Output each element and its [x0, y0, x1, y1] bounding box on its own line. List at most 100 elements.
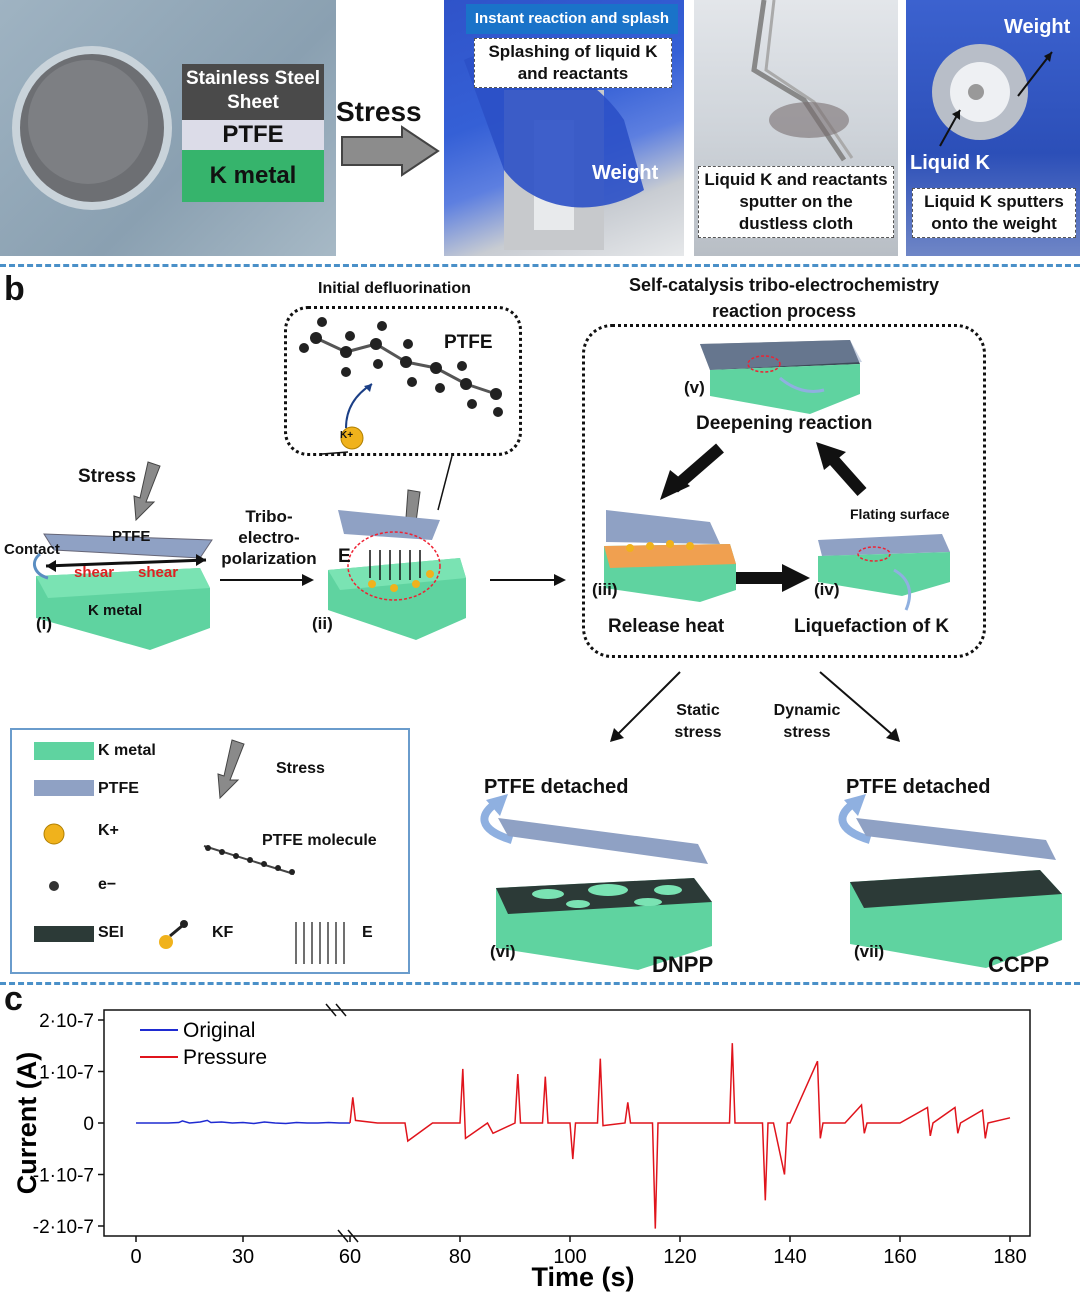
dynamic-stress-label: Dynamic stress — [773, 702, 841, 741]
stage-v-number: (v) — [684, 378, 705, 397]
legend-label-pressure: Pressure — [183, 1046, 267, 1069]
stage-ii-number: (ii) — [312, 614, 333, 633]
legend-label-original: Original — [183, 1019, 255, 1042]
x-tick-label: 160 — [883, 1246, 916, 1268]
divider-bottom — [0, 982, 1080, 985]
stage-i-ptfe-label: PTFE — [112, 528, 151, 545]
x-tick-label: 180 — [993, 1246, 1026, 1268]
stack-steel: Stainless Steel Sheet — [182, 64, 324, 120]
legend-k-ion: K+ — [98, 822, 119, 839]
y-axis-title: Current (A) — [12, 1052, 42, 1195]
stage-v-graphic — [700, 340, 862, 414]
panel-label-c: c — [4, 980, 23, 1018]
panel-label-b: b — [4, 270, 25, 308]
divider-top — [0, 264, 1080, 267]
x-tick-label: 140 — [773, 1246, 806, 1268]
legend-kf: KF — [212, 924, 234, 941]
photo-cloth: Liquid K and reactants sputter on the du… — [694, 0, 898, 256]
x-axis-title: Time (s) — [531, 1262, 634, 1292]
y-tick-label: 2·10-7 — [39, 1011, 94, 1032]
x-tick-label: 0 — [130, 1246, 141, 1268]
legend-sei: SEI — [98, 924, 124, 941]
stage-iv-graphic — [818, 534, 950, 611]
to-cycle-arrow-icon — [490, 574, 566, 586]
branch-arrows-graphic — [610, 671, 900, 742]
deepening-label: Deepening reaction — [696, 413, 873, 434]
stage-i-shear-left: shear — [74, 564, 115, 581]
legend-ptfe-molecule: PTFE molecule — [262, 832, 377, 849]
axis-break-top-1 — [325, 1003, 337, 1017]
y-tick-label: 0 — [83, 1114, 94, 1135]
metal-disc-graphic — [12, 46, 172, 210]
flating-surface-label: Flating surface — [850, 506, 950, 522]
weight-label: Weight — [1004, 16, 1071, 38]
series-line-pressure — [349, 1043, 1011, 1229]
cycle-arrows-graphic — [660, 442, 867, 592]
release-heat-label: Release heat — [608, 616, 725, 637]
axis-break-bottom-1 — [337, 1229, 349, 1243]
cycle-box — [582, 324, 986, 658]
cloth-caption: Liquid K and reactants sputter on the du… — [698, 166, 894, 238]
stage-i-number: (i) — [36, 614, 53, 633]
legend-ptfe: PTFE — [98, 780, 139, 797]
photo-weight: Weight Liquid K Liquid K sputters onto t… — [906, 0, 1080, 256]
current-chart: 0 30 60 80 100 120 140 160 180 2·10-7 1·10-7 0 -1·10… — [12, 1003, 1031, 1292]
legend-stress: Stress — [276, 760, 325, 777]
stage-i-stress-label: Stress — [78, 466, 137, 487]
stage-iv-number: (iv) — [814, 580, 840, 599]
inset-ptfe-label: PTFE — [444, 332, 493, 353]
x-tick-label: 80 — [449, 1246, 471, 1268]
tribo-arrow-icon — [220, 574, 314, 586]
tribo-label: Tribo- electro- polarization — [221, 507, 317, 568]
stage-i-graphic — [32, 461, 213, 650]
stage-vi-graphic — [480, 794, 712, 970]
liquefaction-label: Liquefaction of K — [794, 616, 950, 637]
y-tick-label: -1·10-7 — [33, 1166, 94, 1187]
vii-number: (vii) — [854, 942, 885, 961]
initial-defluorination-title: Initial defluorination — [318, 280, 471, 297]
stress-arrow-icon — [341, 125, 440, 177]
legend-graphics — [34, 739, 345, 964]
tweezers-graphic — [751, 0, 854, 162]
axis-break-bottom-2 — [347, 1229, 359, 1243]
vi-name: DNPP — [652, 952, 714, 977]
splash-caption: Splashing of liquid K and reactants — [474, 38, 672, 88]
x-tick-label: 120 — [663, 1246, 696, 1268]
splash-banner: Instant reaction and splash — [466, 4, 678, 34]
x-tick-label: 100 — [553, 1246, 586, 1268]
vi-number: (vi) — [490, 942, 516, 961]
legend-k-metal: K metal — [98, 742, 156, 759]
legend-electron: e− — [98, 876, 117, 893]
legend-field: E — [362, 924, 373, 941]
stage-i-contact-label: Contact — [4, 541, 60, 558]
self-catalysis-title: Self-catalysis tribo-electrochemistry re… — [628, 275, 940, 321]
vii-name: CCPP — [988, 952, 1050, 977]
vi-detached-label: PTFE detached — [484, 776, 629, 798]
photo-disc: Stainless Steel Sheet PTFE K metal — [0, 0, 336, 256]
stage-ii-graphic — [321, 451, 466, 640]
stage-iii-graphic — [604, 510, 736, 602]
stage-ii-e-label: E — [338, 546, 351, 567]
stack-k-metal: K metal — [182, 150, 324, 202]
photo-splash: Instant reaction and splash Splashing of… — [444, 0, 684, 256]
y-tick-label: 1·10-7 — [39, 1063, 94, 1084]
defluorination-inset — [284, 306, 522, 456]
legend-box — [10, 728, 410, 974]
x-tick-label: 30 — [232, 1246, 254, 1268]
vii-detached-label: PTFE detached — [846, 776, 991, 798]
liquid-k-label: Liquid K — [910, 152, 990, 174]
weight-disc-graphic — [932, 44, 1053, 147]
stack-ptfe: PTFE — [182, 120, 324, 150]
ptfe-molecule-graphic — [299, 317, 503, 450]
y-tick-label: -2·10-7 — [33, 1217, 94, 1238]
stress-arrow-label: Stress — [336, 96, 422, 127]
weight-caption: Liquid K sputters onto the weight — [912, 188, 1076, 238]
inset-k-label: K+ — [340, 430, 354, 441]
axis-break-top-2 — [335, 1003, 347, 1017]
stage-iii-number: (iii) — [592, 580, 618, 599]
stage-vii-graphic — [838, 794, 1062, 968]
x-tick-label: 60 — [339, 1246, 361, 1268]
stage-i-k-metal-label: K metal — [88, 602, 143, 619]
series-line-original — [136, 1119, 350, 1125]
stage-i-shear-right: shear — [138, 564, 179, 581]
